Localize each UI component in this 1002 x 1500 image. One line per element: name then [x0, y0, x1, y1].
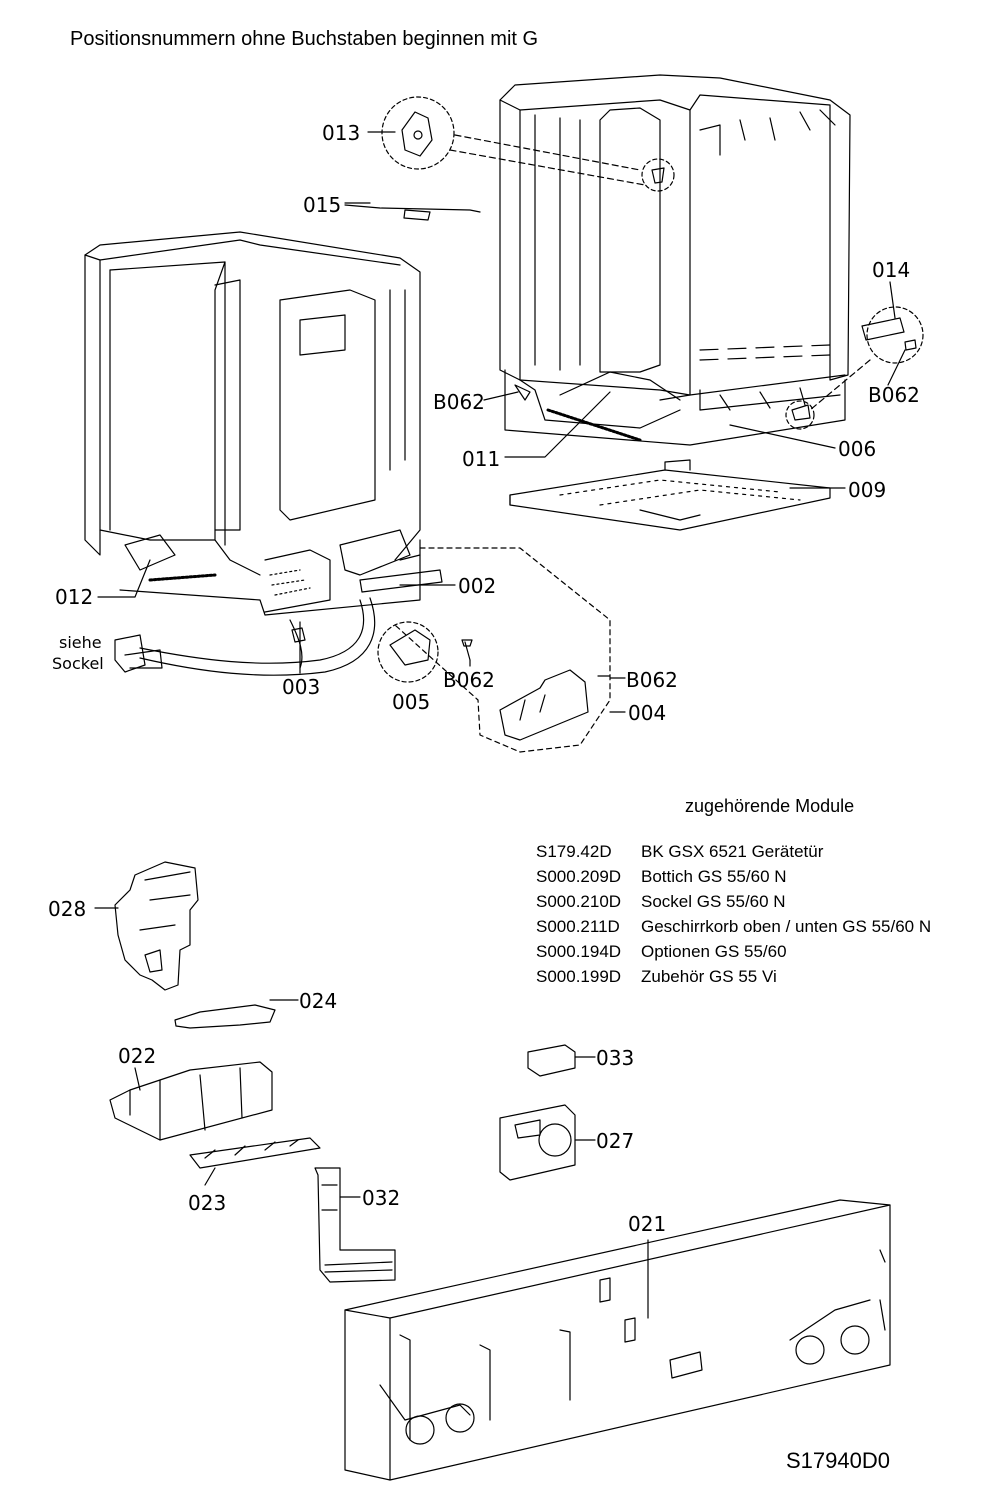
module-desc: Zubehör GS 55 Vi — [641, 967, 777, 986]
part-label-005: 005 — [392, 690, 431, 714]
module-code: S000.211D — [536, 917, 620, 936]
table-row: S000.209D Bottich GS 55/60 N — [536, 867, 931, 892]
part-label-siehe: siehe — [59, 633, 102, 652]
part-label-sockel: Sockel — [52, 654, 104, 673]
part-label-b062-module: B062 — [626, 668, 678, 692]
module-code: S000.210D — [536, 892, 622, 911]
part-label-023: 023 — [188, 1191, 227, 1215]
part-label-014: 014 — [872, 258, 911, 282]
table-row: S179.42D BK GSX 6521 Gerätetür — [536, 842, 931, 867]
leader-lines-upper — [98, 132, 905, 712]
table-row: S000.211D Geschirrkorb oben / unten GS 5… — [536, 917, 931, 942]
part-label-015: 015 — [303, 193, 342, 217]
part-label-006: 006 — [838, 437, 877, 461]
module-desc: Bottich GS 55/60 N — [641, 867, 787, 886]
part-label-009: 009 — [848, 478, 887, 502]
part-label-027: 027 — [596, 1129, 635, 1153]
part-label-012: 012 — [55, 585, 94, 609]
module-desc: BK GSX 6521 Gerätetür — [641, 842, 824, 861]
part-label-032: 032 — [362, 1186, 401, 1210]
part-label-003: 003 — [282, 675, 321, 699]
part-label-004: 004 — [628, 701, 667, 725]
module-desc: Optionen GS 55/60 — [641, 942, 787, 961]
part-label-022: 022 — [118, 1044, 157, 1068]
part-label-002: 002 — [458, 574, 497, 598]
hoses — [115, 570, 442, 675]
module-desc: Sockel GS 55/60 N — [641, 892, 786, 911]
part-label-b062-right: B062 — [868, 383, 920, 407]
module-desc: Geschirrkorb oben / unten GS 55/60 N — [641, 917, 932, 936]
left-cabinet — [85, 232, 420, 615]
module-code: S179.42D — [536, 842, 612, 861]
modules-table: S179.42D BK GSX 6521 Gerätetür S000.209D… — [536, 842, 931, 992]
part-label-013: 013 — [322, 121, 361, 145]
module-code: S000.209D — [536, 867, 622, 886]
part-label-024: 024 — [299, 989, 338, 1013]
drawing-id: S17940D0 — [786, 1448, 890, 1473]
small-parts-upper — [345, 97, 923, 752]
table-row: S000.194D Optionen GS 55/60 — [536, 942, 931, 967]
right-cabinet — [500, 75, 850, 445]
part-label-b062-left: B062 — [433, 390, 485, 414]
table-row: S000.210D Sockel GS 55/60 N — [536, 892, 931, 917]
part-label-028: 028 — [48, 897, 87, 921]
module-code: S000.199D — [536, 967, 622, 986]
lower-parts — [95, 862, 890, 1480]
table-row: S000.199D Zubehör GS 55 Vi — [536, 967, 931, 992]
module-code: S000.194D — [536, 942, 622, 961]
page-title: Positionsnummern ohne Buchstaben beginne… — [70, 28, 539, 50]
part-label-033: 033 — [596, 1046, 635, 1070]
part-label-b062-bottom: B062 — [443, 668, 495, 692]
modules-heading: zugehörende Module — [685, 796, 855, 816]
part-label-021: 021 — [628, 1212, 667, 1236]
part-label-011: 011 — [462, 447, 501, 471]
base-plate — [510, 460, 830, 530]
